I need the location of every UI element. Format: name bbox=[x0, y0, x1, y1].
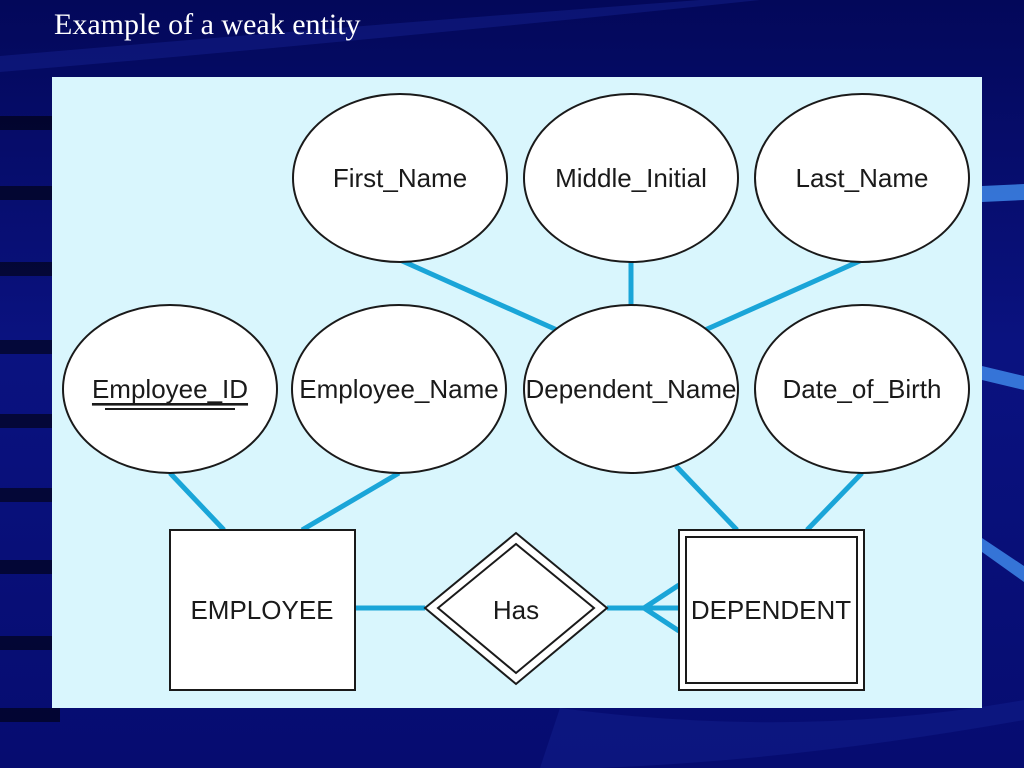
attribute-oval bbox=[754, 304, 970, 474]
attribute-oval bbox=[291, 304, 507, 474]
bg-accent bbox=[982, 538, 1024, 582]
bg-stripe bbox=[0, 186, 60, 200]
attribute-label-key: Employee_ID bbox=[92, 374, 248, 404]
bg-stripe bbox=[0, 708, 60, 722]
attribute-oval bbox=[292, 93, 508, 263]
er-diagram: First_Name Middle_Initial Last_Name Empl… bbox=[62, 93, 970, 691]
connector-employee-name-employee bbox=[300, 470, 401, 533]
entity-label: EMPLOYEE bbox=[190, 595, 333, 625]
bg-accent bbox=[982, 366, 1024, 390]
attribute-employee-id: Employee_ID bbox=[62, 304, 278, 474]
attribute-label: Date_of_Birth bbox=[783, 374, 942, 404]
bg-stripe bbox=[0, 340, 60, 354]
bg-stripe bbox=[0, 560, 60, 574]
bg-sweep bbox=[540, 700, 1024, 768]
attribute-oval bbox=[523, 304, 739, 474]
bg-accent bbox=[982, 184, 1024, 202]
relationship-diamond-inner bbox=[436, 542, 596, 675]
entity-dependent: DEPENDENT bbox=[678, 529, 865, 691]
er-diagram-panel: First_Name Middle_Initial Last_Name Empl… bbox=[52, 77, 982, 708]
bg-stripe bbox=[0, 636, 60, 650]
attribute-oval bbox=[754, 93, 970, 263]
bg-stripe bbox=[0, 414, 60, 428]
crows-foot-lower bbox=[642, 605, 681, 634]
attribute-label: Dependent_Name bbox=[525, 374, 736, 404]
connector-dependent-name-dependent bbox=[674, 464, 739, 532]
attribute-date-of-birth: Date_of_Birth bbox=[754, 304, 970, 474]
bg-sweep bbox=[0, 0, 760, 72]
attribute-oval bbox=[523, 93, 739, 263]
connector-date-of-birth-dependent bbox=[805, 471, 864, 532]
attribute-label: Middle_Initial bbox=[555, 163, 707, 193]
attribute-label: First_Name bbox=[333, 163, 467, 193]
attribute-last-name: Last_Name bbox=[754, 93, 970, 263]
attribute-dependent-name: Dependent_Name bbox=[523, 304, 739, 474]
attribute-label: Employee_Name bbox=[299, 374, 498, 404]
relationship-has: Has bbox=[423, 531, 609, 686]
entity-label: DEPENDENT bbox=[691, 595, 851, 625]
connector-last-name-dependent-name bbox=[703, 257, 864, 333]
bg-stripe bbox=[0, 262, 60, 276]
attribute-first-name: First_Name bbox=[292, 93, 508, 263]
slide-title: Example of a weak entity bbox=[54, 8, 361, 41]
relationship-label: Has bbox=[493, 595, 539, 625]
bg-stripe bbox=[0, 488, 60, 502]
entity-employee: EMPLOYEE bbox=[169, 529, 356, 691]
attribute-oval bbox=[62, 304, 278, 474]
crows-foot-upper bbox=[642, 582, 681, 611]
weak-entity-box-inner bbox=[685, 536, 858, 684]
attribute-employee-name: Employee_Name bbox=[291, 304, 507, 474]
bg-stripe bbox=[0, 116, 60, 130]
entity-box bbox=[169, 529, 356, 691]
attribute-label: Last_Name bbox=[796, 163, 929, 193]
connector-first-name-dependent-name bbox=[398, 257, 559, 333]
connector-employee-id-employee bbox=[168, 471, 226, 532]
attribute-middle-initial: Middle_Initial bbox=[523, 93, 739, 263]
